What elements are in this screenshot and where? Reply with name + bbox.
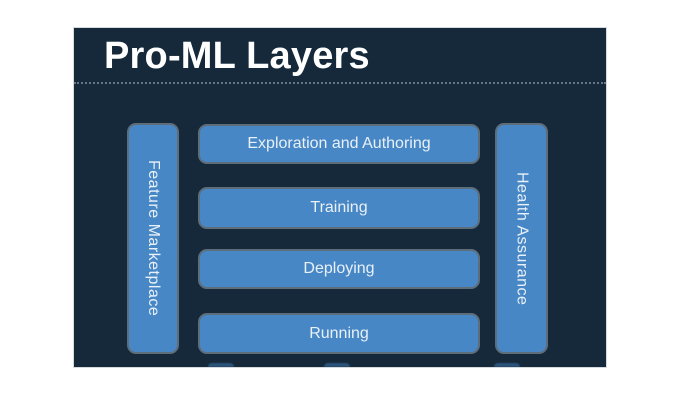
layer-label-deploying: Deploying <box>303 260 375 277</box>
title-divider <box>74 82 606 84</box>
cutoff-shape <box>494 363 520 367</box>
layer-box-training: Training <box>198 187 480 229</box>
layer-label-training: Training <box>310 199 368 216</box>
slide-title: Pro-ML Layers <box>104 35 370 77</box>
layer-box-deploying: Deploying <box>198 249 480 289</box>
layer-label-running: Running <box>309 324 369 342</box>
layer-box-running: Running <box>198 313 480 354</box>
layer-label-feature-marketplace: Feature Marketplace <box>145 160 162 317</box>
layer-box-health-assurance: Health Assurance <box>495 123 548 354</box>
layer-label-exploration-and-authoring: Exploration and Authoring <box>247 135 431 152</box>
slide: Pro-ML Layers Feature Marketplace Explor… <box>73 27 607 368</box>
cutoff-shape <box>324 363 350 367</box>
layer-label-health-assurance: Health Assurance <box>513 171 531 306</box>
cutoff-shape <box>208 363 234 367</box>
layer-box-exploration-and-authoring: Exploration and Authoring <box>198 124 480 164</box>
layer-box-feature-marketplace: Feature Marketplace <box>127 123 179 354</box>
